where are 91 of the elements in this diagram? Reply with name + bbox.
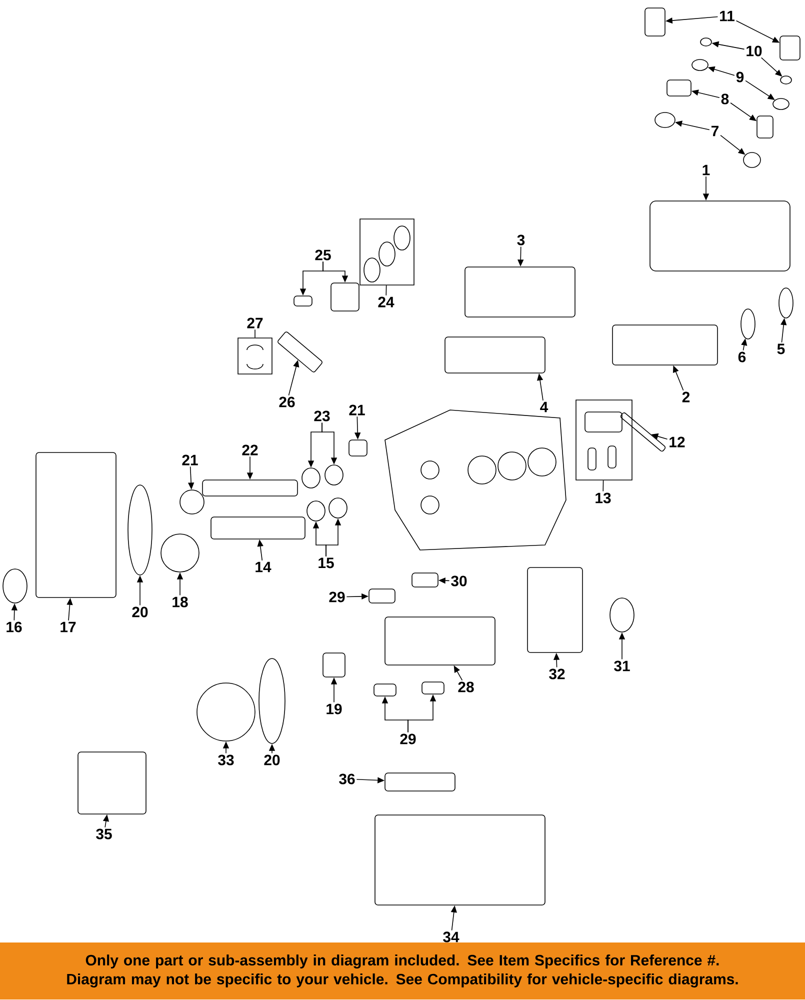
callout-number: 28	[458, 682, 474, 692]
washer	[692, 59, 708, 71]
callout-number: 26	[279, 396, 295, 408]
callout-number: 33	[218, 754, 234, 766]
callout-number: 18	[172, 596, 188, 608]
front-cover	[36, 452, 116, 598]
head-gasket	[612, 324, 718, 366]
pickup-tube	[384, 772, 456, 792]
callout-number: 21	[182, 454, 198, 466]
bearing-shell	[412, 572, 438, 588]
reluctor-wheel	[180, 490, 204, 514]
callout-number: 16	[6, 622, 22, 632]
piston	[330, 282, 360, 312]
callout-number: 1	[702, 164, 710, 176]
callout-number: 9	[736, 72, 744, 82]
valley-gasket	[444, 336, 546, 374]
washer	[772, 98, 790, 110]
callout-number: 7	[711, 126, 718, 136]
camshaft	[210, 516, 306, 540]
callout-number: 24	[378, 296, 394, 308]
rocker-arm	[780, 36, 800, 60]
bearing-shell	[422, 682, 444, 694]
balancer	[196, 682, 256, 742]
seal	[610, 598, 634, 632]
callout-number: 25	[315, 250, 331, 260]
cylinder-head	[650, 200, 790, 272]
lifter-guide	[743, 152, 761, 168]
cam-bearing	[324, 464, 344, 486]
callout-number: 6	[738, 352, 746, 362]
bearing-shell	[374, 684, 396, 696]
timing-chain	[128, 484, 152, 576]
lifter-guide	[654, 112, 676, 128]
sprocket	[322, 652, 346, 678]
callout-number: 29	[329, 592, 345, 602]
callout-number: 27	[247, 318, 263, 328]
sensor	[348, 440, 368, 456]
crankshaft	[384, 616, 496, 666]
callout-number: 32	[549, 668, 565, 680]
leader-line	[254, 329, 256, 338]
callout-number: 21	[349, 404, 365, 416]
notice-banner: Only one part or sub-assembly in diagram included. See Item Specifics for Reference #. Diagram may not be specific to your vehicle. See Compatibility for vehicle-specific diagrams.	[0, 942, 805, 1000]
callout-number: 29	[400, 734, 416, 744]
callout-number: 19	[326, 704, 342, 714]
cam-bearing	[302, 468, 320, 488]
callout-number: 35	[96, 828, 112, 840]
callout-number: 31	[614, 660, 630, 672]
sprocket	[160, 534, 200, 572]
connecting-rod	[278, 332, 322, 372]
callout-number: 13	[596, 492, 611, 504]
oil-pan	[374, 814, 546, 906]
callout-number: 23	[314, 410, 330, 422]
callout-number: 14	[256, 562, 272, 572]
pivot-ball	[700, 38, 712, 46]
pivot-ball	[780, 76, 792, 84]
leader-line	[602, 480, 604, 492]
balance-shaft	[202, 480, 298, 496]
callout-number: 34	[443, 932, 460, 942]
valve-lifter	[666, 80, 692, 96]
callout-number: 10	[746, 46, 762, 56]
rocker-arm	[644, 8, 666, 36]
callout-number: 4	[540, 402, 548, 412]
valve	[740, 308, 756, 340]
callout-number: 30	[451, 576, 467, 586]
cam-bearing	[306, 500, 326, 522]
intake-gasket	[464, 266, 576, 318]
callout-number: 36	[339, 774, 355, 784]
lifter-guides-frame	[576, 400, 632, 480]
leader-line	[386, 285, 387, 296]
cam-bearing	[328, 498, 348, 518]
valve-lifter	[756, 116, 774, 138]
piston-pin	[294, 296, 312, 306]
callout-number: 22	[242, 444, 258, 456]
callout-number: 11	[720, 10, 734, 22]
bearings-frame	[238, 338, 272, 374]
oil-pump	[78, 752, 146, 814]
timing-chain	[258, 658, 286, 744]
callout-number: 17	[60, 622, 76, 632]
valve	[778, 288, 794, 318]
callout-number: 2	[682, 392, 690, 402]
seal	[2, 568, 28, 604]
rear-cover	[527, 567, 583, 653]
callout-number: 20	[264, 754, 280, 766]
callout-number: 12	[670, 436, 685, 448]
callout-number: 20	[132, 606, 148, 618]
bearing-shell	[368, 588, 396, 604]
pushrod	[620, 412, 666, 452]
callout-number: 5	[777, 344, 785, 354]
callout-number: 8	[721, 94, 729, 104]
callout-number: 3	[517, 234, 525, 246]
rings-frame	[360, 218, 414, 286]
callout-number: 15	[318, 558, 334, 568]
